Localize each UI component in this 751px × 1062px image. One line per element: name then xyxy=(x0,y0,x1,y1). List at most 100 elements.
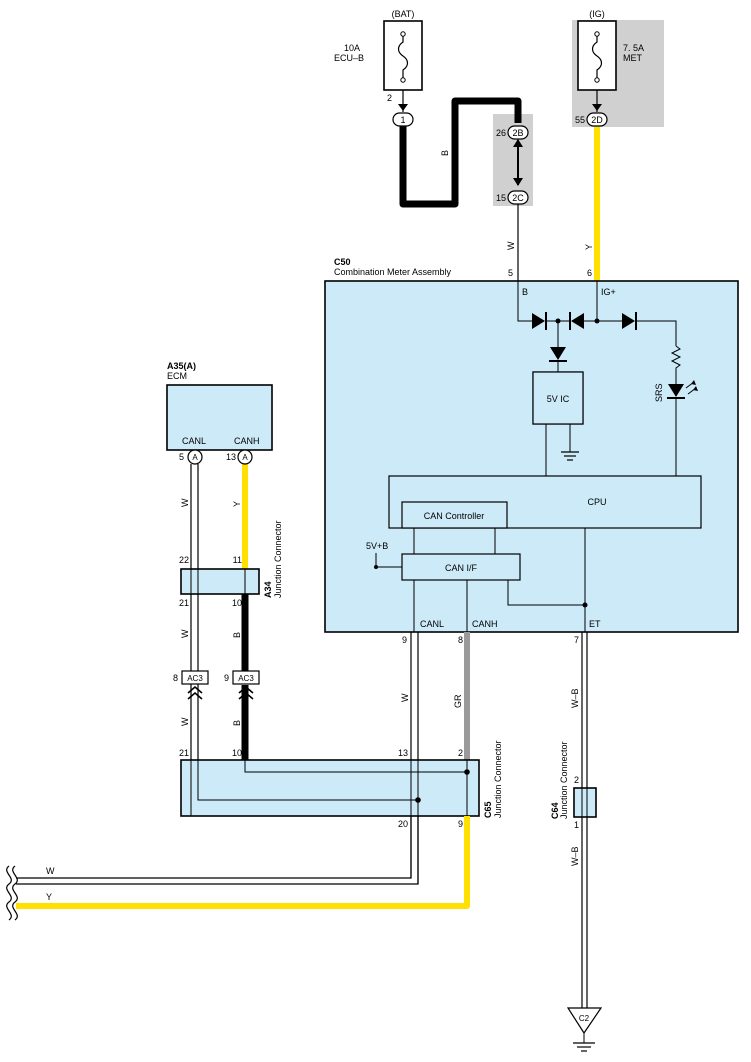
can-controller-block xyxy=(401,501,508,529)
svg-text:Y: Y xyxy=(232,501,242,507)
svg-text:55: 55 xyxy=(575,115,585,125)
wire-yellow-bottom xyxy=(16,816,470,909)
svg-text:7: 7 xyxy=(574,635,579,645)
diode-1 xyxy=(532,313,545,329)
fuse-bat-rating: 10A xyxy=(344,43,360,53)
c50-pin-5: 5 xyxy=(508,268,513,278)
srs-led xyxy=(668,384,684,397)
ecm-box xyxy=(166,384,273,451)
svg-text:21: 21 xyxy=(179,598,189,608)
svg-text:10: 10 xyxy=(232,748,242,758)
svg-text:AC3: AC3 xyxy=(187,674,203,683)
svg-text:CAN I/F: CAN I/F xyxy=(445,563,478,573)
a34-junction-connector xyxy=(180,568,260,595)
svg-text:5: 5 xyxy=(179,452,184,462)
c50-et-label: ET xyxy=(589,619,601,629)
svg-text:20: 20 xyxy=(398,819,408,829)
c64-name: Junction Connector xyxy=(559,741,569,819)
svg-text:8: 8 xyxy=(173,673,178,683)
combination-meter-assembly xyxy=(324,280,739,633)
svg-text:W–B: W–B xyxy=(570,688,580,708)
svg-text:2: 2 xyxy=(387,93,392,103)
a34-code: A34 xyxy=(263,581,273,598)
diode-2 xyxy=(571,313,584,329)
svg-text:W–B: W–B xyxy=(570,846,580,866)
svg-text:B: B xyxy=(232,632,242,638)
ac3-connector-8: AC3 8 xyxy=(173,670,209,700)
fuse-met: (IG) 7. 5A MET xyxy=(577,9,644,91)
svg-text:21: 21 xyxy=(179,748,189,758)
c50-pin-6: 6 xyxy=(587,268,592,278)
svg-text:GR: GR xyxy=(453,694,463,708)
connector-2d: 2D 55 xyxy=(575,112,608,127)
srs-label: SRS xyxy=(654,383,664,402)
svg-text:W: W xyxy=(46,866,55,876)
svg-text:2: 2 xyxy=(458,748,463,758)
srs-resistor xyxy=(670,345,682,384)
svg-text:10: 10 xyxy=(232,598,242,608)
svg-text:AC3: AC3 xyxy=(238,674,254,683)
ecm-name: ECM xyxy=(167,371,187,381)
5v-b-label: 5V+B xyxy=(366,541,388,551)
fuse-ig-source: (IG) xyxy=(589,9,605,19)
svg-text:CAN Controller: CAN Controller xyxy=(424,511,485,521)
fuse-ecu-b: (BAT) 10A ECU–B xyxy=(334,9,423,91)
svg-text:9: 9 xyxy=(458,819,463,829)
c65-code: C65 xyxy=(483,801,493,818)
ecm-code: A35(A) xyxy=(167,361,196,371)
ac3-connector-9: AC3 9 xyxy=(224,670,260,700)
c65-junction-connector xyxy=(180,759,480,817)
c64-code: C64 xyxy=(550,802,560,819)
diode-4 xyxy=(550,347,566,360)
c50-name: Combination Meter Assembly xyxy=(334,267,452,277)
svg-text:5V IC: 5V IC xyxy=(547,394,570,404)
svg-text:CPU: CPU xyxy=(587,497,606,507)
svg-text:13: 13 xyxy=(398,748,408,758)
svg-text:26: 26 xyxy=(496,128,506,138)
connector-1: 1 2 xyxy=(387,93,414,127)
svg-text:W: W xyxy=(180,717,190,726)
svg-text:A: A xyxy=(242,453,248,462)
fuse-ig-rating: 7. 5A xyxy=(623,43,644,53)
svg-text:CANL: CANL xyxy=(182,436,206,446)
c65-name: Junction Connector xyxy=(493,740,503,818)
svg-text:2C: 2C xyxy=(512,193,524,203)
c64-junction-connector xyxy=(573,787,597,818)
wire-w-top-label: W xyxy=(506,241,516,250)
fuse-bat-source: (BAT) xyxy=(392,9,415,19)
connector-2b: 2B 26 xyxy=(496,125,529,140)
wire-y-top-label: Y xyxy=(584,244,594,250)
svg-text:9: 9 xyxy=(402,635,407,645)
svg-text:W: W xyxy=(180,629,190,638)
ground-c2: C2 xyxy=(566,1007,603,1052)
c50-b-label: B xyxy=(522,287,528,297)
svg-text:11: 11 xyxy=(233,555,242,565)
wire-b-top-label: B xyxy=(440,150,450,156)
wire-black-b-top xyxy=(399,97,522,208)
svg-text:A: A xyxy=(192,453,198,462)
svg-text:13: 13 xyxy=(226,452,236,462)
svg-text:8: 8 xyxy=(458,635,463,645)
svg-text:2D: 2D xyxy=(591,115,603,125)
svg-text:15: 15 xyxy=(496,193,506,203)
ecm-connector-a-13: A 13 xyxy=(226,449,253,465)
svg-text:CANH: CANH xyxy=(234,436,260,446)
fuse-bat-name: ECU–B xyxy=(334,53,364,63)
ecm-connector-a-5: A 5 xyxy=(179,449,203,465)
svg-text:C2: C2 xyxy=(579,1014,590,1023)
c50-ig-label: IG+ xyxy=(601,287,616,297)
svg-text:9: 9 xyxy=(224,673,229,683)
c50-code: C50 xyxy=(334,257,351,267)
svg-text:W: W xyxy=(400,693,410,702)
svg-text:1: 1 xyxy=(400,115,405,125)
svg-text:1: 1 xyxy=(574,820,579,830)
connector-2c: 2C 15 xyxy=(496,190,529,205)
c50-canh-label: CANH xyxy=(472,619,498,629)
c50-canl-label: CANL xyxy=(420,619,444,629)
svg-text:2B: 2B xyxy=(512,128,523,138)
a34-name: Junction Connector xyxy=(273,520,283,598)
svg-text:W: W xyxy=(180,498,190,507)
diode-3 xyxy=(622,313,635,329)
svg-text:22: 22 xyxy=(179,555,189,565)
